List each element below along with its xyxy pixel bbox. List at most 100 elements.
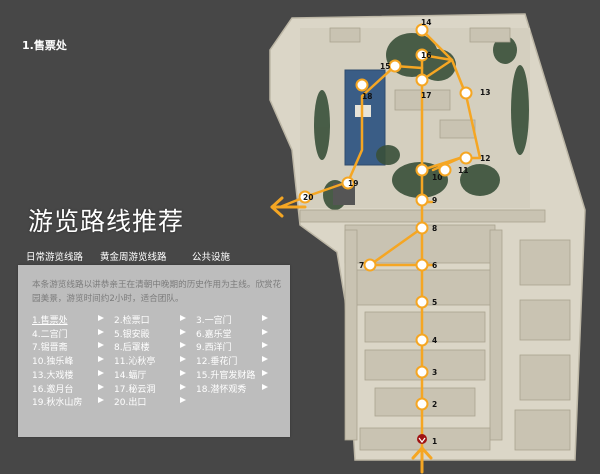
stop-item[interactable]: 15.升官发财路	[196, 368, 270, 381]
stop-item[interactable]: 3.一宫门	[196, 313, 270, 326]
map-marker[interactable]: 20	[298, 190, 314, 204]
entrance-arrow	[411, 446, 433, 474]
stop-item[interactable]: 4.二宫门	[32, 327, 106, 340]
stop-item[interactable]: 9.西洋门	[196, 340, 270, 354]
map-marker[interactable]: 4	[415, 333, 438, 347]
stop-label: 11.沁秋亭	[114, 357, 156, 368]
marker-label: 14	[421, 18, 431, 27]
stop-label: 6.嘉乐堂	[196, 329, 232, 340]
stop-item[interactable]: 12.垂花门	[196, 354, 270, 367]
marker-dot	[415, 221, 429, 235]
map-marker[interactable]: 8	[415, 221, 438, 235]
marker-label: 16	[421, 51, 431, 60]
play-arrow-icon	[98, 356, 104, 363]
marker-label: 17	[421, 91, 431, 100]
marker-label: 10	[432, 173, 442, 182]
map-marker[interactable]: 12	[459, 151, 491, 165]
stop-item[interactable]: 18.潜怀观秀	[196, 382, 270, 395]
marker-label: 2	[432, 400, 437, 409]
stop-item[interactable]: 5.银安殿	[114, 327, 188, 340]
map-marker[interactable]: 11	[438, 163, 469, 177]
map-marker[interactable]: 10	[415, 163, 443, 183]
marker-dot	[415, 193, 429, 207]
play-arrow-icon	[98, 383, 104, 390]
map-marker[interactable]: 2	[415, 397, 438, 411]
play-arrow-icon	[262, 315, 268, 321]
stop-label: 15.升官发财路	[196, 370, 256, 381]
marker-label: 3	[432, 368, 437, 377]
stop-item[interactable]: 11.沁秋亭	[114, 354, 188, 368]
stop-label: 18.潜怀观秀	[196, 384, 247, 395]
stop-label: 19.秋水山房	[32, 398, 83, 409]
play-arrow-icon	[180, 342, 186, 349]
map-marker[interactable]: 18	[355, 78, 373, 102]
marker-dot	[415, 163, 429, 177]
map-marker[interactable]: 9	[415, 193, 438, 207]
route-description: 本条游览线路以讲恭亲王在清朝中晚期的历史作用为主线。欣赏花园美景，游览时间约2小…	[32, 280, 282, 304]
stop-item[interactable]: 7.锡晋斋	[32, 340, 106, 354]
stop-item[interactable]: 20.出口	[114, 395, 188, 409]
stop-item[interactable]: 13.大戏楼	[32, 368, 106, 381]
marker-dot	[415, 48, 429, 62]
map-marker[interactable]: 7	[359, 258, 377, 272]
marker-label: 1	[432, 437, 437, 446]
tab-daily-route[interactable]: 日常游览线路	[26, 252, 84, 263]
greenery	[314, 33, 529, 210]
map-marker[interactable]: 1	[432, 437, 437, 446]
stop-item[interactable]: 19.秋水山房	[32, 395, 106, 409]
play-arrow-icon	[180, 356, 186, 363]
marker-label: 7	[359, 261, 364, 270]
map-marker[interactable]: 13	[459, 86, 491, 100]
marker-dot	[415, 295, 429, 309]
marker-label: 20	[303, 193, 313, 202]
play-arrow-icon	[180, 397, 186, 404]
stop-label: 3.一宫门	[196, 316, 232, 326]
stop-item[interactable]: 10.独乐峰	[32, 354, 106, 368]
stop-item[interactable]: 8.后罩楼	[114, 340, 188, 353]
marker-dot	[415, 397, 429, 411]
marker-label: 18	[362, 92, 372, 101]
play-arrow-icon	[180, 328, 186, 335]
play-arrow-icon	[262, 356, 268, 363]
stop-label: 10.独乐峰	[32, 357, 74, 368]
play-arrow-icon	[262, 383, 268, 390]
route-info-panel: 本条游览线路以讲恭亲王在清朝中晚期的历史作用为主线。欣赏花园美景，游览时间约2小…	[18, 265, 290, 437]
marker-dot	[355, 78, 369, 92]
marker-label: 5	[432, 298, 437, 307]
stop-label: 7.锡晋斋	[32, 343, 68, 354]
stop-label: 9.西洋门	[196, 343, 232, 354]
stop-item[interactable]: 14.蝠厅	[114, 368, 188, 381]
stop-item[interactable]: 1.售票处	[32, 313, 106, 326]
stop-label: 16.邀月台	[32, 384, 74, 395]
play-arrow-icon	[180, 315, 186, 321]
stop-label: 1.售票处	[32, 316, 68, 326]
map-marker[interactable]: 14	[415, 18, 432, 37]
marker-dot	[459, 86, 473, 100]
stop-item[interactable]: 16.邀月台	[32, 382, 106, 395]
stop-label: 4.二宫门	[32, 329, 68, 340]
marker-label: 4	[432, 336, 437, 345]
tab-public-facilities[interactable]: 公共设施	[192, 252, 231, 263]
map-marker[interactable]: 15	[380, 59, 402, 73]
marker-label: 15	[380, 62, 390, 71]
marker-dot	[388, 59, 402, 73]
stop-label: 20.出口	[114, 398, 147, 409]
stop-item[interactable]: 6.嘉乐堂	[196, 327, 270, 340]
map-marker[interactable]: 19	[341, 176, 359, 190]
map-marker[interactable]: 3	[415, 365, 438, 379]
stop-item[interactable]: 17.秘云洞	[114, 382, 188, 395]
stop-label: 5.银安殿	[114, 329, 150, 340]
map-marker[interactable]: 5	[415, 295, 438, 309]
tab-golden-week-route[interactable]: 黄金周游览线路	[100, 252, 167, 263]
map-marker[interactable]: 6	[415, 258, 438, 272]
play-arrow-icon	[98, 315, 104, 321]
marker-dot	[363, 258, 377, 272]
stop-label: 17.秘云洞	[114, 384, 156, 395]
stop-item[interactable]: 2.检票口	[114, 313, 188, 326]
page-title: 游览路线推荐	[28, 207, 185, 236]
map-marker[interactable]: 17	[415, 73, 432, 101]
map-marker[interactable]: 16	[415, 48, 432, 62]
marker-label: 6	[432, 261, 437, 270]
